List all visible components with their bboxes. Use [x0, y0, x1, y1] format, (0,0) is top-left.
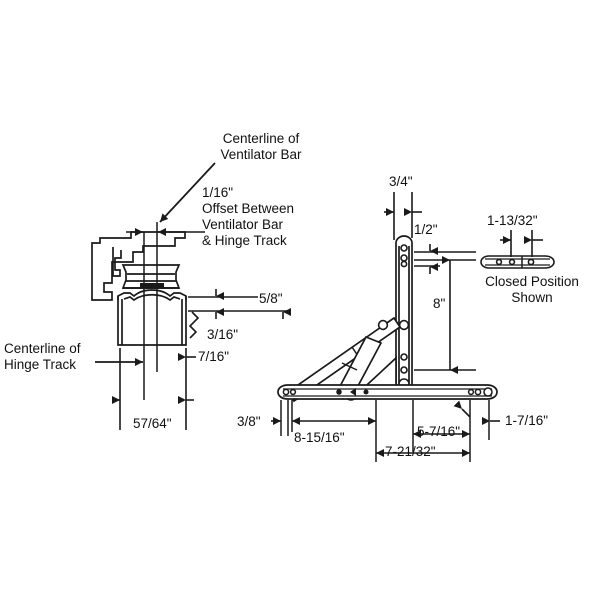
label-dim-8in: 8": [433, 296, 446, 311]
label-centerline-hinge-track: Centerline of Hinge Track: [4, 341, 81, 372]
frame-cross-section: [91, 231, 186, 301]
dim-5-8: [188, 289, 290, 319]
closed-position-inset: [480, 255, 555, 269]
label-dim-5-7-16: 5-7/16": [417, 424, 461, 439]
label-closed-position: Closed Position Shown: [485, 274, 579, 305]
dim-3-4: [384, 192, 422, 240]
label-dim-1-2: 1/2": [414, 222, 438, 237]
dim-1-2: [414, 244, 476, 274]
dim-1-13-32: [500, 230, 543, 257]
dim-57-64: [112, 348, 194, 430]
label-dim-57-64: 57/64": [133, 416, 172, 431]
label-centerline-ventilator-bar: Centerline of Ventilator Bar: [220, 131, 302, 162]
label-dim-5-8: 5/8": [259, 291, 283, 306]
dim-5-7-16: [413, 400, 471, 438]
leader-ventilator-bar: [159, 162, 216, 223]
dim-8in: [414, 256, 476, 374]
label-dim-7-16: 7/16": [198, 349, 230, 364]
dim-3-16: [188, 308, 291, 339]
label-dim-3-16: 3/16": [207, 327, 239, 342]
hinge-track-section: [117, 289, 187, 346]
label-dim-1-7-16: 1-7/16": [505, 413, 549, 428]
bottom-track-holes: [282, 387, 493, 397]
vertical-sash-arm: [395, 235, 413, 393]
label-offset-note: 1/16" Offset Between Ventilator Bar & Hi…: [202, 185, 295, 248]
bottom-track-bar: [277, 384, 498, 400]
ventilator-bar-section: [121, 264, 181, 289]
label-dim-8-15-16: 8-15/16": [294, 430, 345, 445]
label-dim-7-21-32: 7-21/32": [385, 444, 436, 459]
label-dim-3-4: 3/4": [389, 174, 413, 189]
label-dim-1-13-32: 1-13/32": [487, 213, 538, 228]
label-dim-3-8: 3/8": [237, 414, 261, 429]
